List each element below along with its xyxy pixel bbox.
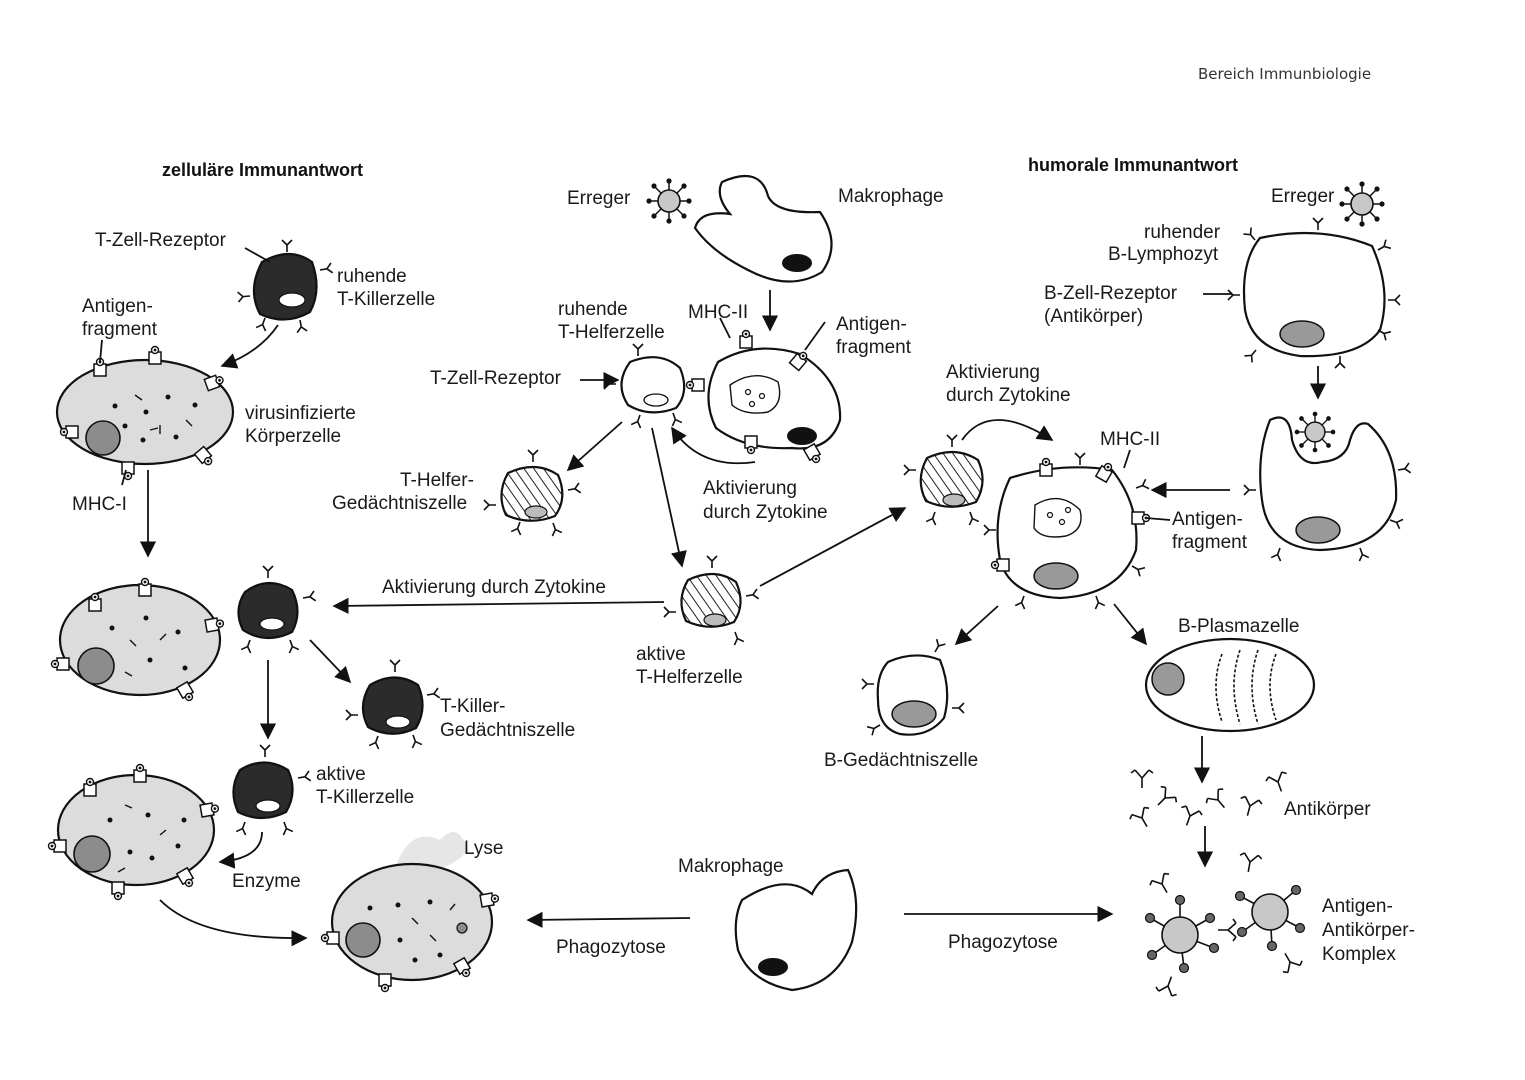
lysis-label: Lyse — [464, 838, 503, 859]
corner-title: Bereich Immunbiologie — [1198, 65, 1371, 83]
humoral-response-title: humorale Immunantwort — [1028, 155, 1238, 175]
resting-killer-label-2: T-Killerzelle — [337, 289, 435, 310]
infected-cell-label-2: Körperzelle — [245, 426, 341, 447]
resting-b-lymphocyte — [1227, 217, 1401, 369]
infected-cell-bound — [50, 577, 226, 704]
antigen-antibody-complex — [1144, 851, 1306, 999]
resting-helper-label-2: T-Helferzelle — [558, 322, 665, 343]
b-cell-binding-pathogen — [1243, 416, 1412, 562]
antigen-fragment-left-2: fragment — [82, 319, 158, 340]
resting-t-killer-cell — [236, 239, 334, 334]
pathogen-right-label: Erreger — [1271, 186, 1335, 207]
pathogen-center-label: Erreger — [567, 188, 631, 209]
t-cell-receptor-center-label: T-Zell-Rezeptor — [430, 368, 562, 389]
macrophage-bottom-label: Makrophage — [678, 856, 784, 877]
activation-right-label-2: durch Zytokine — [946, 385, 1071, 406]
mhc1-label: MHC-I — [72, 494, 127, 515]
helper-memory-label-2: Gedächtniszelle — [332, 493, 467, 514]
macrophage-bottom — [734, 868, 858, 992]
t-helper-memory-cell — [483, 449, 582, 537]
mhc2-center-label: MHC-II — [688, 302, 748, 323]
t-killer-memory-cell — [345, 659, 441, 750]
phagocytosis-right-label: Phagozytose — [948, 932, 1058, 953]
resting-t-helper-cell — [603, 343, 686, 429]
active-killer-label-2: T-Killerzelle — [316, 787, 414, 808]
killer-memory-label-2: Gedächtniszelle — [440, 720, 575, 741]
resting-b-label-1: ruhender — [1144, 222, 1221, 243]
killer-cell-bound — [237, 565, 317, 654]
lysed-cell — [320, 832, 501, 993]
plasma-cell-label: B-Plasmazelle — [1178, 616, 1299, 637]
activation-center-label-1: Aktivierung — [703, 478, 797, 499]
mhc2-right-label: MHC-II — [1100, 429, 1160, 450]
b-cell-receptor-label-1: B-Zell-Rezeptor — [1044, 283, 1178, 304]
activation-right-label-1: Aktivierung — [946, 362, 1040, 383]
infected-cell-label-1: virusinfizierte — [245, 403, 356, 424]
antigen-presenting-macrophage — [685, 329, 842, 466]
b-cell-receptor-label-2: (Antikörper) — [1044, 306, 1143, 327]
macrophage-top-label: Makrophage — [838, 186, 944, 207]
pathogen-center — [645, 177, 693, 225]
complex-label-2: Antikörper- — [1322, 920, 1415, 941]
virus-infected-cell — [55, 345, 235, 481]
antigen-fragment-center-2: fragment — [836, 337, 912, 358]
resting-helper-label-1: ruhende — [558, 299, 628, 320]
enzymes-label: Enzyme — [232, 871, 301, 892]
antibodies-cluster — [1127, 769, 1293, 833]
macrophage-top — [693, 174, 833, 283]
b-memory-cell — [861, 638, 965, 737]
b-plasma-cell — [1144, 637, 1316, 733]
antigen-fragment-right-2: fragment — [1172, 532, 1248, 553]
resting-killer-label-1: ruhende — [337, 266, 407, 287]
t-helper-bound-b-cell — [903, 434, 984, 526]
cellular-response-title: zelluläre Immunantwort — [162, 160, 363, 180]
active-t-helper-cell — [663, 555, 760, 646]
complex-label-1: Antigen- — [1322, 896, 1393, 917]
killer-memory-label-1: T-Killer- — [440, 696, 505, 717]
active-killer-label-1: aktive — [316, 764, 366, 785]
antigen-fragment-left-1: Antigen- — [82, 296, 153, 317]
activation-long-label: Aktivierung durch Zytokine — [382, 577, 606, 598]
antigen-fragment-center-1: Antigen- — [836, 314, 907, 335]
pathogen-bound — [1293, 410, 1337, 454]
pathogen-right — [1338, 180, 1386, 228]
infected-cell-attacked — [47, 763, 221, 901]
helper-memory-label-1: T-Helfer- — [400, 470, 474, 491]
antibodies-label: Antikörper — [1284, 799, 1371, 820]
activated-b-cell — [983, 452, 1151, 610]
t-cell-receptor-label-left: T-Zell-Rezeptor — [95, 230, 227, 251]
antigen-fragment-right-1: Antigen- — [1172, 509, 1243, 530]
b-memory-label: B-Gedächtniszelle — [824, 750, 978, 771]
complex-label-3: Komplex — [1322, 944, 1396, 965]
active-helper-label-1: aktive — [636, 644, 686, 665]
active-helper-label-2: T-Helferzelle — [636, 667, 743, 688]
phagocytosis-left-label: Phagozytose — [556, 937, 666, 958]
resting-b-label-2: B-Lymphozyt — [1108, 244, 1219, 265]
activation-center-label-2: durch Zytokine — [703, 502, 828, 523]
active-t-killer-cell — [232, 744, 312, 836]
